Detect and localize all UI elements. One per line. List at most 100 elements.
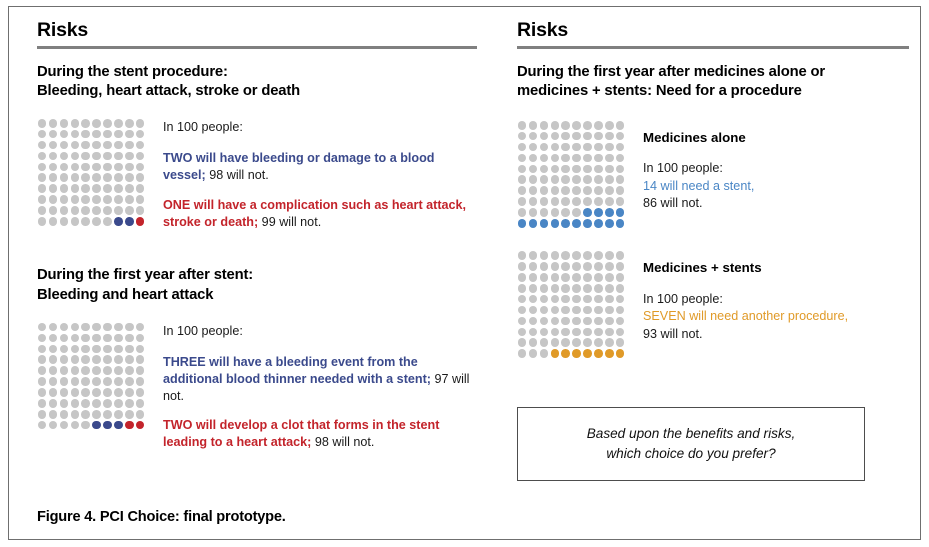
left-section-2-heading-line2: Bleeding and heart attack — [37, 287, 214, 304]
right-section-1-subheading: Medicines alone — [643, 130, 746, 146]
icon-array-dot — [70, 173, 80, 183]
icon-array-dot — [561, 208, 570, 217]
icon-array-dot — [103, 129, 112, 139]
icon-array-dot — [528, 338, 538, 347]
icon-array-dot — [114, 162, 123, 172]
icon-array-dot — [92, 206, 101, 215]
icon-array-dot — [572, 164, 581, 174]
icon-array-dot — [583, 349, 592, 358]
icon-array-dot — [81, 118, 90, 128]
icon-array-dot — [615, 338, 625, 347]
icon-array-dot — [70, 344, 80, 354]
icon-array-dot — [561, 294, 570, 304]
icon-array-dot — [528, 164, 538, 174]
icon-array-dot — [517, 305, 527, 315]
icon-array-dot — [615, 120, 625, 130]
icon-array-dot — [81, 162, 90, 172]
icon-array-dot — [594, 273, 603, 282]
icon-array-dot — [583, 294, 592, 304]
icon-array-dot — [572, 283, 581, 293]
icon-array-dot — [70, 366, 80, 375]
icon-array-dot — [517, 316, 527, 326]
left-column: Risks During the stent procedure: Bleedi… — [37, 19, 477, 451]
icon-array-dot — [124, 118, 134, 128]
icon-array-dot — [594, 283, 603, 293]
icon-array-dot — [48, 420, 58, 430]
icon-array-dot — [59, 129, 69, 139]
icon-array-dot — [615, 175, 625, 185]
icon-array-dot — [594, 338, 603, 347]
icon-array-dot — [48, 140, 58, 150]
left-section-1-text: In 100 people: TWO will have bleeding or… — [163, 118, 477, 230]
icon-array-dot — [92, 355, 101, 365]
icon-array-dot — [594, 316, 603, 326]
icon-array-dot — [135, 140, 145, 150]
left-section-1-heading: During the stent procedure: Bleeding, he… — [37, 63, 477, 103]
icon-array-dot — [114, 129, 123, 139]
icon-array-dot — [615, 164, 625, 174]
right-section-1-body: Medicines alone In 100 people: 14 will n… — [517, 120, 909, 228]
icon-array-dot — [59, 388, 69, 397]
icon-array-dot — [604, 197, 614, 206]
icon-array-dot — [124, 151, 134, 161]
icon-array-dot — [37, 420, 47, 430]
icon-array-dot — [517, 294, 527, 304]
icon-array-dot — [70, 206, 80, 215]
icon-array-dot — [114, 216, 123, 226]
icon-array-dot — [48, 355, 58, 365]
icon-array-dot — [594, 208, 603, 217]
icon-array-dot — [81, 377, 90, 386]
icon-array-dot — [103, 333, 112, 343]
icon-array-dot — [59, 173, 69, 183]
icon-array-dot — [81, 366, 90, 375]
icon-array-dot — [539, 175, 549, 185]
icon-array-dot — [37, 173, 47, 183]
icon-array-dot — [70, 409, 80, 419]
left-title-rule — [37, 46, 477, 49]
icon-array-dot — [48, 184, 58, 193]
right-section-2-lead: In 100 people: — [643, 291, 723, 306]
icon-array-dot — [124, 129, 134, 139]
icon-array-dot — [114, 409, 123, 419]
left-risks-title: Risks — [37, 19, 89, 41]
icon-array-dot — [528, 197, 538, 206]
icon-array-dot — [37, 333, 47, 343]
icon-array-dot — [604, 338, 614, 347]
right-column-heading-line1: During the first year after medicines al… — [517, 63, 826, 80]
icon-array-dot — [583, 273, 592, 282]
icon-array-dot — [37, 162, 47, 172]
icon-array-dot — [59, 322, 69, 332]
icon-array-medicines-alone — [517, 120, 627, 228]
icon-array-dot — [572, 273, 581, 282]
icon-array-dot — [604, 273, 614, 282]
icon-array-dot — [92, 173, 101, 183]
icon-array-dot — [70, 388, 80, 397]
icon-array-dot — [92, 195, 101, 204]
icon-array-dot — [615, 273, 625, 282]
icon-array-dot — [539, 251, 549, 260]
icon-array-dot — [37, 216, 47, 226]
icon-array-dot — [561, 283, 570, 293]
icon-array-dot — [124, 355, 134, 365]
preference-prompt-box[interactable]: Based upon the benefits and risks, which… — [517, 406, 865, 481]
left-section-1-statement-2-tail: 99 will not. — [258, 214, 322, 229]
icon-array-dot — [604, 153, 614, 163]
icon-array-dot — [517, 208, 527, 217]
left-section-1-body: In 100 people: TWO will have bleeding or… — [37, 118, 477, 230]
icon-array-dot — [517, 349, 527, 358]
icon-array-dot — [70, 216, 80, 226]
icon-array-dot — [615, 316, 625, 326]
icon-array-dot — [539, 305, 549, 315]
icon-array-dot — [48, 366, 58, 375]
icon-array-dot — [572, 349, 581, 358]
icon-array-dot — [103, 206, 112, 215]
icon-array-dot — [70, 162, 80, 172]
icon-array-dot — [583, 338, 592, 347]
icon-array-dot — [135, 377, 145, 386]
icon-array-dot — [539, 273, 549, 282]
icon-array-dot — [135, 344, 145, 354]
icon-array-dot — [604, 120, 614, 130]
icon-array-dot — [517, 120, 527, 130]
icon-array-dot — [572, 153, 581, 163]
icon-array-dot — [604, 251, 614, 260]
